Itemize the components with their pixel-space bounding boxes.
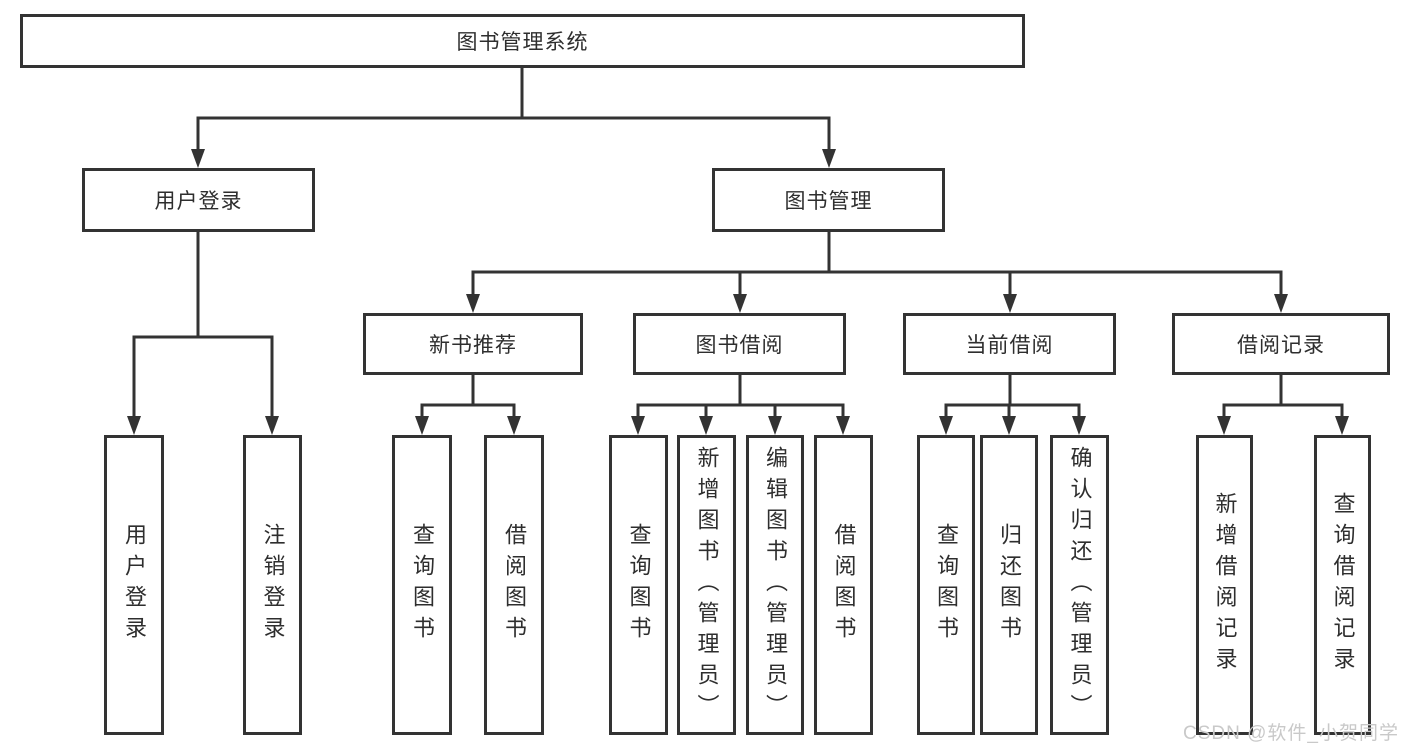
leaf-current-query-books-label: 查询图书 <box>934 523 959 647</box>
leaf-recommend-borrow-books: 借阅图书 <box>484 435 544 735</box>
node-book-management-label: 图书管理 <box>784 190 873 213</box>
node-borrow-record: 借阅记录 <box>1172 313 1390 375</box>
leaf-record-add-borrow-record-label: 新增借阅记录 <box>1212 492 1238 678</box>
node-current-borrow: 当前借阅 <box>903 313 1116 375</box>
leaf-borrow-add-books-admin: 新增图书（管理员） <box>677 435 736 735</box>
leaf-recommend-query-books: 查询图书 <box>392 435 452 735</box>
leaf-logout-label: 注销登录 <box>260 523 286 647</box>
node-new-book-recommend-label: 新书推荐 <box>429 334 517 357</box>
node-book-borrow-label: 图书借阅 <box>695 334 784 357</box>
leaf-borrow-add-books-admin-label: 新增图书（管理员） <box>694 445 720 725</box>
node-user-login-label: 用户登录 <box>154 190 243 213</box>
node-current-borrow-label: 当前借阅 <box>965 334 1054 357</box>
leaf-user-login: 用户登录 <box>104 435 164 735</box>
leaf-borrow-borrow-books-label: 借阅图书 <box>831 523 857 647</box>
node-borrow-record-label: 借阅记录 <box>1237 334 1325 357</box>
leaf-recommend-query-books-label: 查询图书 <box>410 523 435 647</box>
leaf-current-query-books: 查询图书 <box>917 435 975 735</box>
arrowheads <box>127 149 1349 435</box>
leaf-current-return-books-label: 归还图书 <box>997 523 1022 647</box>
node-root-label: 图书管理系统 <box>456 31 589 54</box>
leaf-record-query-borrow-record-label: 查询借阅记录 <box>1330 492 1356 678</box>
leaf-user-login-label: 用户登录 <box>122 523 147 647</box>
node-book-management: 图书管理 <box>712 168 945 232</box>
leaf-current-confirm-return-admin-label: 确认归还（管理员） <box>1067 445 1093 725</box>
node-book-borrow: 图书借阅 <box>633 313 846 375</box>
leaf-borrow-edit-books-admin: 编辑图书（管理员） <box>746 435 804 735</box>
watermark: CSDN @软件_小贺同学 <box>1183 723 1399 744</box>
leaf-record-query-borrow-record: 查询借阅记录 <box>1314 435 1371 735</box>
leaf-logout: 注销登录 <box>243 435 302 735</box>
leaf-recommend-borrow-books-label: 借阅图书 <box>502 523 527 647</box>
leaf-borrow-query-books: 查询图书 <box>609 435 668 735</box>
node-root-system: 图书管理系统 <box>20 14 1025 68</box>
leaf-record-add-borrow-record: 新增借阅记录 <box>1196 435 1253 735</box>
leaf-borrow-edit-books-admin-label: 编辑图书（管理员） <box>763 445 788 725</box>
node-user-login: 用户登录 <box>82 168 315 232</box>
node-new-book-recommend: 新书推荐 <box>363 313 583 375</box>
leaf-borrow-query-books-label: 查询图书 <box>626 523 652 647</box>
leaf-current-return-books: 归还图书 <box>980 435 1038 735</box>
leaf-current-confirm-return-admin: 确认归还（管理员） <box>1050 435 1109 735</box>
leaf-borrow-borrow-books: 借阅图书 <box>814 435 873 735</box>
